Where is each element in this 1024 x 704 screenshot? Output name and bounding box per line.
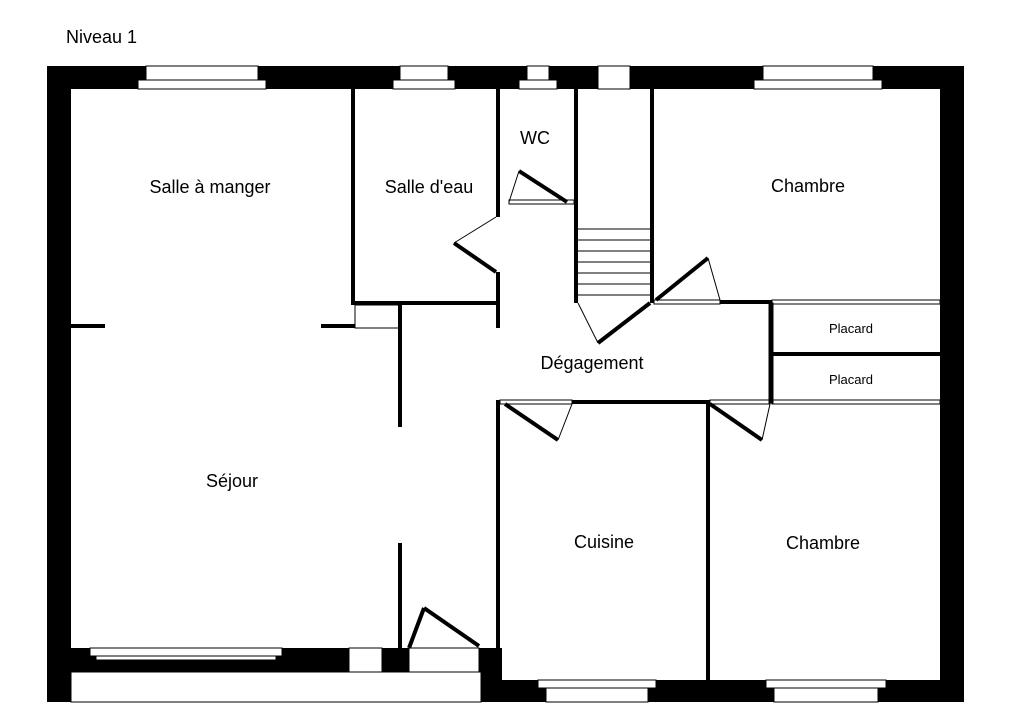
wall-salle-deau-right	[496, 89, 500, 217]
door-chambre-1-arc	[707, 257, 721, 301]
door-stair-arc	[577, 302, 599, 344]
door-chambre-2-leaf	[708, 402, 764, 442]
wall-stair-right	[650, 89, 654, 303]
door-salle-deau-leaf	[452, 241, 498, 274]
label-salle-deau: Salle d'eau	[385, 177, 474, 197]
wall-chambre-2-top	[709, 399, 771, 405]
wall-placard-bottom	[771, 399, 941, 405]
wall-wc-right	[574, 89, 578, 303]
label-wc: WC	[520, 128, 550, 148]
stub-right	[321, 324, 355, 328]
door-cuisine-arc	[557, 403, 573, 441]
door-chambre-2-arc	[761, 403, 771, 441]
stub-left	[71, 324, 105, 328]
window-sejour-sill	[95, 655, 277, 661]
label-cuisine: Cuisine	[574, 532, 634, 552]
door-wc-leaf	[517, 169, 569, 204]
room-labels: Salle à manger Salle d'eau WC Chambre Sé…	[149, 128, 873, 553]
interior-walls	[71, 89, 941, 680]
wall-placard-divider	[772, 352, 940, 356]
wall-salle-deau-right-lower	[496, 272, 500, 328]
wall-placard-top	[771, 299, 941, 305]
wall-salle-deau-bottom	[351, 301, 499, 305]
label-placard-1: Placard	[829, 321, 873, 336]
wall-cuisine-left	[496, 400, 500, 680]
label-sejour: Séjour	[206, 471, 258, 491]
closet-small	[354, 304, 400, 329]
terrace-strip	[70, 671, 482, 703]
level-title: Niveau 1	[66, 27, 137, 47]
door-entry-leaf	[407, 607, 426, 649]
wall-sejour-partition-upper	[398, 305, 402, 427]
window-chambre-1-sill	[753, 79, 883, 90]
bottom-windows	[89, 647, 887, 703]
window-sejour-small	[348, 647, 383, 673]
window-salle-deau-sill	[392, 79, 456, 90]
right-wall	[940, 89, 964, 702]
window-salle-a-manger	[145, 65, 259, 81]
window-chambre-2-sill	[765, 679, 887, 689]
top-windows	[137, 65, 883, 90]
window-cuisine-sill	[537, 679, 657, 689]
door-wc-arc	[508, 170, 520, 203]
label-degagement: Dégagement	[540, 353, 643, 373]
wall-cuisine-top-thin	[499, 399, 573, 405]
window-wc	[526, 65, 550, 81]
label-placard-2: Placard	[829, 372, 873, 387]
wall-sejour-partition-lower	[398, 543, 402, 648]
door-wc-sill	[508, 199, 575, 205]
window-chambre-1	[762, 65, 874, 81]
window-stair	[597, 65, 631, 90]
door-chambre-1-leaf	[654, 256, 710, 302]
window-salle-deau	[399, 65, 449, 81]
staircase	[578, 228, 650, 296]
window-sejour	[89, 647, 283, 657]
wall-cuisine-right	[706, 400, 710, 680]
label-salle-a-manger: Salle à manger	[149, 177, 270, 197]
top-wall	[47, 66, 964, 89]
exterior-walls	[47, 66, 964, 703]
wall-placard-left	[768, 302, 774, 404]
label-chambre-2: Chambre	[786, 533, 860, 553]
doors	[407, 169, 771, 649]
door-entry-leaf-2	[422, 606, 481, 648]
wall-chambre-1-bottom	[720, 300, 772, 304]
left-wall	[47, 66, 71, 702]
wall-salle-deau-left	[351, 89, 355, 303]
wall-chambre-1-bottom-thin	[653, 299, 721, 305]
wall-cuisine-top	[572, 400, 708, 404]
window-salle-a-manger-sill	[137, 79, 267, 90]
label-chambre-1: Chambre	[771, 176, 845, 196]
window-wc-sill	[518, 79, 558, 90]
door-entry-frame	[408, 647, 480, 673]
door-salle-deau-arc	[453, 216, 497, 244]
door-cuisine-leaf	[503, 402, 560, 442]
door-stair-leaf	[596, 301, 652, 345]
